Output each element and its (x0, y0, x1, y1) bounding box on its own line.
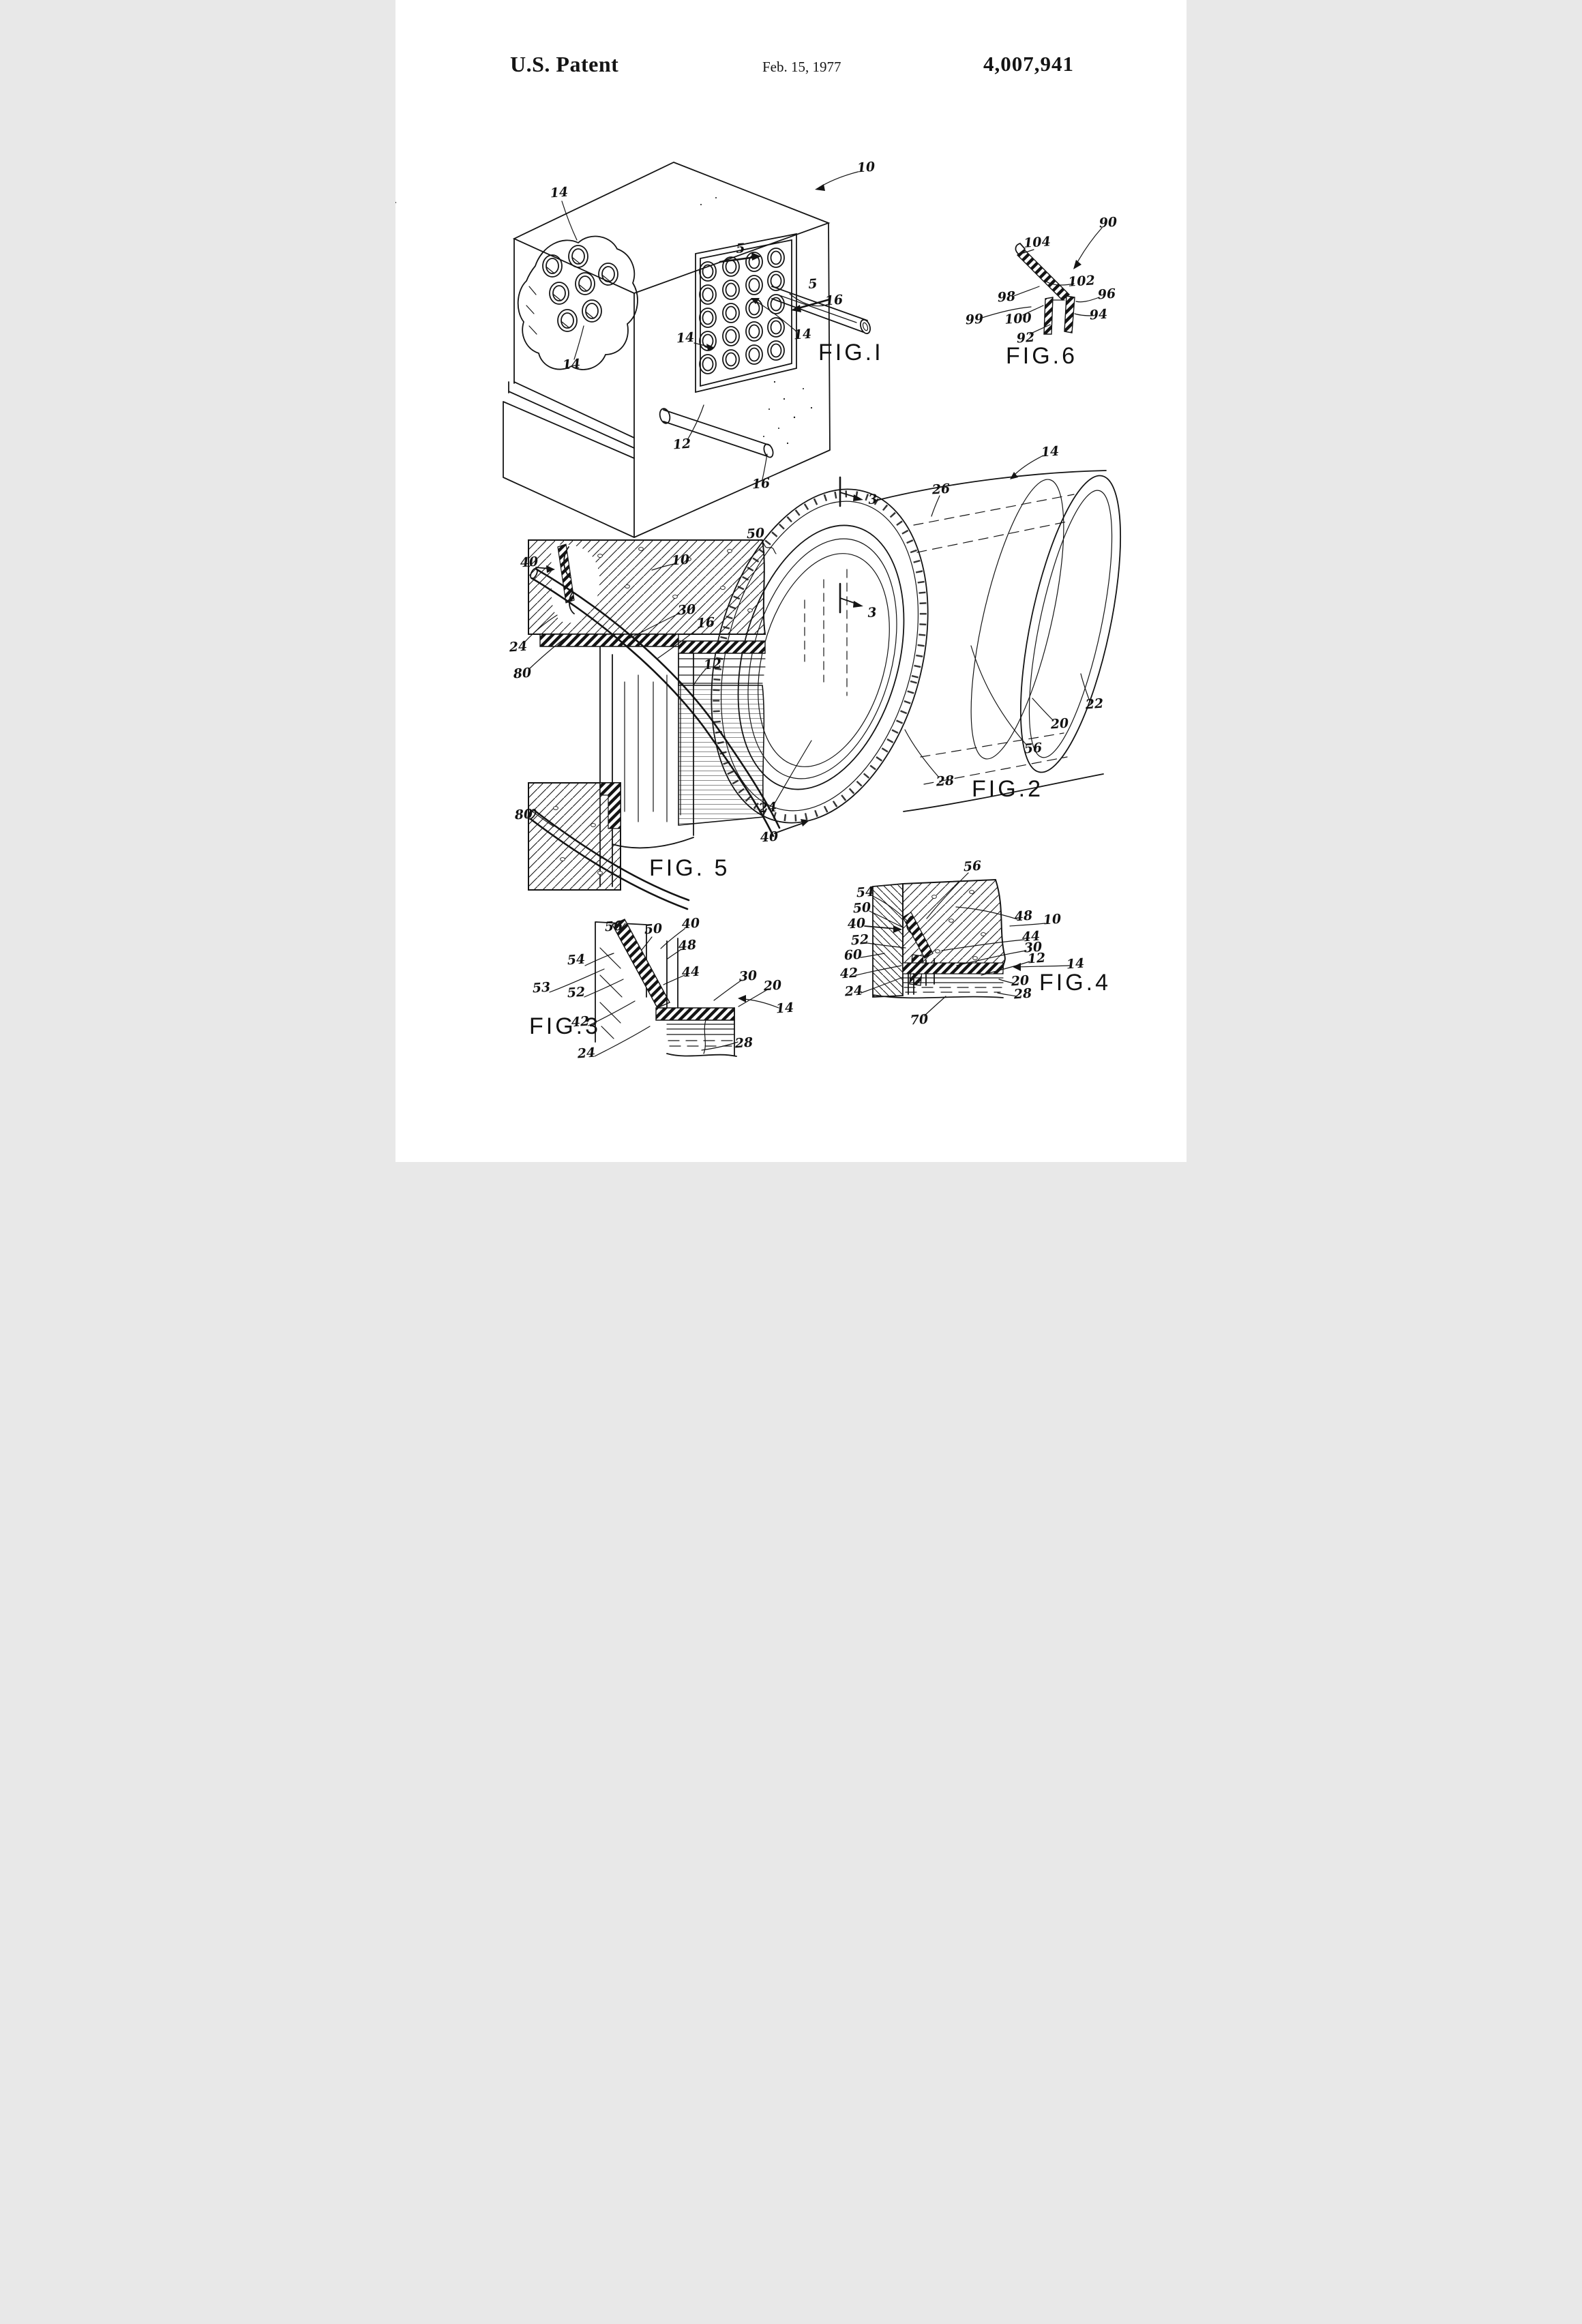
ref-label-3: 3 (867, 605, 878, 621)
ref-label-48: 48 (678, 937, 697, 954)
ref-label-56: 56 (1024, 740, 1043, 757)
ref-label-20: 20 (763, 977, 782, 994)
fig1-caption: FIG.I (818, 340, 884, 366)
ref-label-54: 54 (567, 951, 586, 968)
ref-label-26: 26 (931, 481, 951, 498)
ref-label-12: 12 (1027, 950, 1046, 967)
ref-label-98: 98 (997, 288, 1016, 306)
ref-label-24: 24 (577, 1045, 596, 1062)
fig6-caption: FIG.6 (1006, 343, 1078, 369)
ref-label-24: 24 (758, 799, 777, 816)
ref-label-24: 24 (844, 983, 863, 1000)
ref-label-52: 52 (567, 984, 586, 1001)
fig2-caption: FIG.2 (972, 776, 1044, 802)
ref-label-16: 16 (824, 292, 844, 309)
ref-label-14: 14 (775, 1000, 794, 1017)
ref-label-14: 14 (550, 184, 569, 201)
ref-label-12: 12 (703, 656, 722, 673)
ref-label-56: 56 (963, 858, 982, 875)
ref-label-48: 48 (1014, 908, 1033, 925)
ref-label-102: 102 (1067, 273, 1096, 290)
patent-line-art (395, 162, 1122, 1057)
patent-header-title: U.S. Patent (510, 52, 619, 76)
ref-label-14: 14 (562, 356, 581, 373)
ref-label-100: 100 (1004, 310, 1032, 327)
ref-label-44: 44 (681, 964, 700, 981)
patent-sheet: U.S. Patent Feb. 15, 1977 4,007,941 (395, 0, 1186, 1162)
ref-label-28: 28 (936, 773, 955, 790)
ref-label-70: 70 (910, 1011, 929, 1028)
ref-label-94: 94 (1089, 306, 1108, 323)
ref-label-12: 12 (672, 436, 691, 453)
ref-label-10: 10 (671, 552, 690, 569)
fig5-caption: FIG. 5 (649, 855, 730, 881)
ref-label-104: 104 (1023, 234, 1051, 251)
fig6-drawing (981, 227, 1103, 335)
ref-label-90: 90 (1099, 214, 1118, 231)
ref-label-16: 16 (696, 614, 715, 631)
ref-label-96: 96 (1097, 286, 1116, 303)
ref-label-40: 40 (760, 829, 779, 846)
ref-label-20: 20 (1050, 715, 1069, 732)
ref-label-16: 16 (751, 475, 771, 492)
fig3-caption: FIG.3 (529, 1013, 601, 1039)
patent-header-date: Feb. 15, 1977 (762, 59, 841, 75)
fig1-drawing (395, 162, 871, 538)
ref-label-10: 10 (856, 159, 876, 176)
ref-label-14: 14 (793, 326, 812, 343)
fig5-drawing (524, 539, 781, 910)
ref-label-80: 80 (514, 806, 533, 823)
fig4-drawing (856, 872, 1070, 1017)
ref-label-3: 3 (867, 492, 878, 507)
ref-label-24: 24 (509, 638, 528, 655)
ref-label-28: 28 (734, 1034, 753, 1052)
ref-label-14: 14 (1041, 443, 1060, 460)
ref-label-50: 50 (852, 899, 871, 917)
ref-label-42: 42 (839, 965, 859, 982)
ref-label-50: 50 (644, 921, 663, 938)
ref-label-56: 56 (604, 918, 623, 935)
ref-label-53: 53 (532, 979, 551, 996)
ref-label-30: 30 (677, 601, 696, 619)
fig4-caption: FIG.4 (1039, 970, 1111, 996)
ref-label-80: 80 (513, 665, 532, 682)
ref-label-50: 50 (746, 525, 765, 542)
ref-label-40: 40 (847, 915, 866, 932)
ref-label-60: 60 (844, 947, 863, 964)
ref-label-5: 5 (807, 276, 818, 292)
patent-number: 4,007,941 (983, 52, 1074, 76)
ref-label-40: 40 (681, 915, 700, 932)
ref-label-5: 5 (735, 241, 746, 256)
ref-label-30: 30 (738, 968, 758, 985)
ref-label-28: 28 (1013, 985, 1032, 1002)
ref-label-10: 10 (1043, 911, 1062, 928)
ref-label-14: 14 (676, 329, 695, 346)
ref-label-52: 52 (850, 932, 869, 949)
ref-label-99: 99 (965, 311, 984, 328)
ref-label-54: 54 (856, 884, 875, 901)
ref-label-22: 22 (1085, 696, 1104, 713)
fig3-drawing (549, 919, 779, 1057)
ref-label-40: 40 (520, 554, 539, 571)
